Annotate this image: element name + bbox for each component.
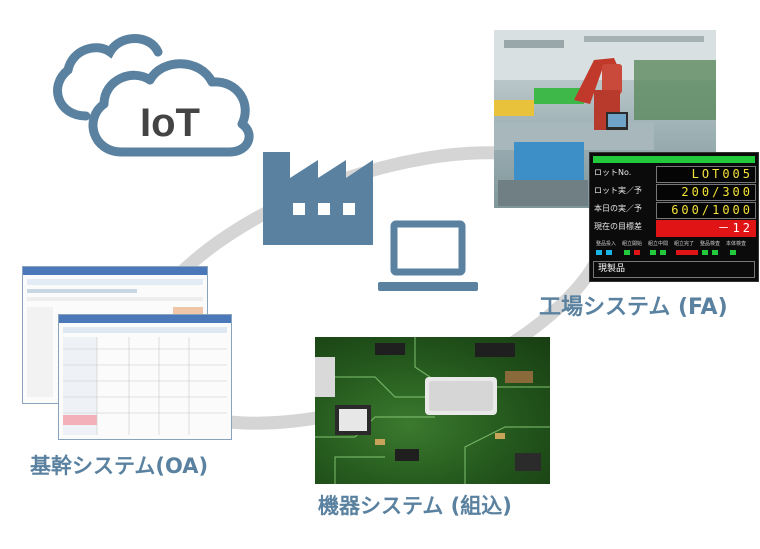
status-label: 本体検査 bbox=[726, 241, 747, 247]
production-display: ロットNo. LOT005 ロット実／予 200/300 本日の実／予 600/… bbox=[589, 152, 759, 282]
status-label: 整品投入 bbox=[596, 241, 617, 247]
display-row-value-highlight: －12 bbox=[656, 220, 756, 237]
status-label: 組立中間 bbox=[648, 241, 669, 247]
caption-business-system: 基幹システム(OA) bbox=[30, 454, 209, 478]
window-titlebar bbox=[23, 267, 207, 275]
display-row-label: ロットNo. bbox=[594, 168, 632, 177]
window-content bbox=[27, 279, 203, 397]
status-label: 整品検査 bbox=[700, 241, 721, 247]
display-row-label: 本日の実／予 bbox=[594, 204, 642, 213]
factory-scene bbox=[494, 30, 716, 206]
cloud-label: IoT bbox=[140, 101, 200, 145]
status-label: 組立完了 bbox=[674, 241, 695, 247]
laptop-screen bbox=[390, 220, 466, 276]
status-lamps bbox=[596, 250, 736, 255]
pcb-photo bbox=[315, 337, 550, 484]
display-row-value: 200/300 bbox=[656, 184, 756, 201]
factory-window bbox=[293, 203, 305, 215]
laptop-base bbox=[378, 282, 478, 291]
cloud-outline-front bbox=[88, 59, 254, 157]
factory-window bbox=[318, 203, 330, 215]
window-table bbox=[63, 327, 227, 435]
window-titlebar bbox=[59, 315, 231, 323]
display-row-label: ロット実／予 bbox=[594, 186, 642, 195]
status-label: 組立開始 bbox=[622, 241, 643, 247]
caption-embedded-system: 機器システム (組込) bbox=[318, 494, 512, 518]
current-product-label: 現製品 bbox=[593, 261, 755, 278]
business-window-front bbox=[58, 314, 232, 440]
display-row-value: 600/1000 bbox=[656, 202, 756, 219]
pcb-scene bbox=[315, 337, 550, 484]
display-row-label: 現在の目標差 bbox=[594, 222, 642, 231]
factory-silhouette bbox=[263, 152, 373, 245]
cloud-outline-back bbox=[53, 34, 163, 121]
status-bar-green bbox=[593, 156, 755, 163]
caption-factory-system: 工場システム (FA) bbox=[539, 295, 728, 320]
display-row-value: LOT005 bbox=[656, 166, 756, 183]
factory-window bbox=[343, 203, 355, 215]
